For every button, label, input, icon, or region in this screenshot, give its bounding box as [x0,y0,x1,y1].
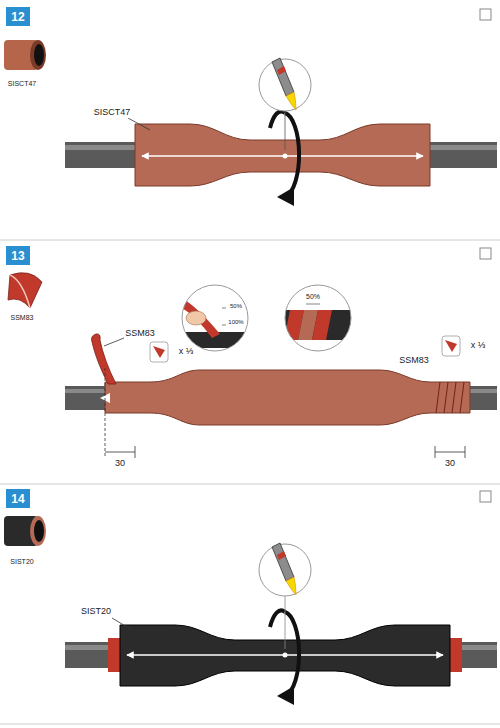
sleeve-icon [30,40,46,70]
quantity-note: x ⅓ [470,341,487,351]
part-callout: SIST20 [80,607,112,617]
leader-line [104,338,124,346]
dimension [435,452,465,453]
leader-line [285,596,286,649]
tape-windings [444,382,448,413]
torch-callout [259,58,311,111]
tape-windings [436,382,440,413]
tape-windings [460,382,464,413]
step-number: 12 [11,10,24,24]
rotation-arrowhead [277,187,294,206]
torch-callout [277,551,286,560]
checkbox [480,9,491,502]
outer-sleeve-icon [30,516,46,546]
tape-mini-icon [442,336,460,356]
torch-callout [272,58,294,96]
start-point [283,154,288,159]
magnifier-overlap [312,310,332,340]
tape-mini-icon [153,346,165,358]
magnifier-overlap-tension [186,311,206,325]
torch-callout [286,92,296,110]
leader-line [128,118,150,130]
part-code: SIST20 [9,558,34,566]
magnifier-overlap [285,285,351,351]
start-point [283,653,288,658]
tape-icon [8,273,42,308]
divider [0,240,500,241]
magnifier-overlap [306,304,320,305]
dimension-value: 30 [444,459,456,469]
magnifier-overlap-tension [182,285,248,351]
tape-icon [8,273,42,308]
dimension [105,368,465,458]
tape-mini-icon [445,340,457,352]
overlap-percent: 50% [305,293,321,301]
outer-sleeve-icon [4,516,46,546]
part-callout: SSM83 [124,329,156,339]
overlap-percent: 100% [227,319,244,326]
dimension [135,446,136,458]
part-callout: SSM83 [398,356,430,366]
divider [0,484,500,485]
torch-callout [286,577,296,595]
torch-callout [272,543,294,581]
rotation-arrow [285,113,299,196]
torch-callout [259,543,311,596]
torch-callout [259,59,311,111]
step-number-badge: 13 [6,246,30,265]
dimension [105,368,106,458]
magnifier-overlap-tension [180,285,250,351]
sleeve-icon [34,44,44,66]
torch-callout [277,66,286,75]
checkbox [480,248,491,259]
divider [0,240,500,724]
rotation-arrowhead [277,686,294,705]
dimension [105,452,135,453]
sleeve-icon [4,40,46,70]
checkbox [480,491,491,502]
rotation-arrow [270,610,299,695]
magnifier-overlap-tension [222,325,226,326]
tape-windings [436,382,464,413]
rotation-arrow [285,612,299,695]
magnifier-overlap [284,304,354,340]
dimension-value: 30 [114,459,126,469]
tape-icon [10,275,30,308]
tape-loose-end [92,334,117,384]
outer-sleeve-icon [34,520,44,542]
leader-line [285,111,286,150]
wrapped-joint [105,370,470,425]
magnifier-overlap-tension [182,300,220,338]
tape-mini-icon [150,342,168,362]
part-code: SSM83 [10,314,35,322]
tape-windings [452,382,456,413]
leader-line [112,618,132,630]
magnifier-overlap [284,310,354,340]
step-number-badge: 14 [6,489,30,508]
rotation-arrow [270,610,285,627]
quantity-note: x ⅓ [178,347,195,357]
checkbox [480,9,491,20]
magnifier-overlap [284,285,354,351]
rotation-arrow [270,111,299,196]
magnifier-overlap-tension [222,308,226,309]
heat-shrink-sleeve [135,124,430,186]
part-code: SISCT47 [7,80,37,88]
overlap-percent: 50% [229,303,243,310]
torch-callout [259,544,311,596]
part-callout: SISCT47 [93,108,132,118]
step-number: 14 [11,492,24,506]
rotation-arrow [270,111,285,128]
divider [0,724,500,725]
step-number-badge: 12 [6,7,30,26]
step-number: 13 [11,249,24,263]
